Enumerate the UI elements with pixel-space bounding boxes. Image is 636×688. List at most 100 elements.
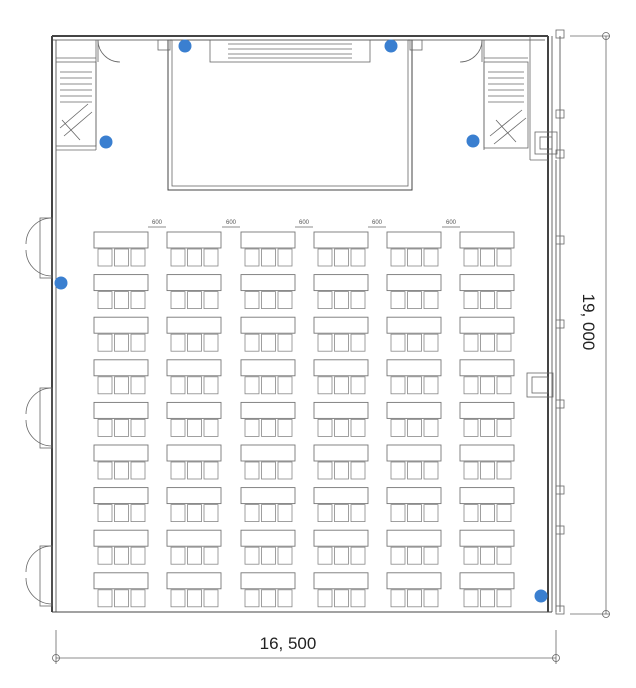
chair (170, 589, 186, 608)
chair (350, 461, 366, 480)
desk-unit (459, 401, 515, 437)
desk-unit (459, 316, 515, 352)
desk-unit (93, 572, 149, 608)
chair (277, 248, 293, 267)
desk-unit (386, 487, 442, 523)
desk-unit (240, 231, 296, 267)
chair (480, 418, 495, 437)
blue-marker (384, 39, 398, 53)
chair (334, 376, 349, 395)
desk-unit (93, 359, 149, 395)
chair (170, 461, 186, 480)
left-doors (25, 217, 53, 607)
chair (261, 333, 276, 352)
chair (97, 333, 113, 352)
chair (114, 376, 129, 395)
chair (350, 248, 366, 267)
chair (114, 589, 129, 608)
desk (166, 274, 222, 292)
chair (277, 333, 293, 352)
chair (350, 418, 366, 437)
chair (480, 461, 495, 480)
desk (166, 359, 222, 377)
chair (261, 504, 276, 523)
desk (313, 359, 369, 377)
desk (313, 529, 369, 547)
chair (423, 376, 439, 395)
dimension-lines (52, 32, 610, 664)
desk-unit (459, 359, 515, 395)
chair (261, 589, 276, 608)
chair (463, 333, 479, 352)
chair (350, 333, 366, 352)
chair (261, 461, 276, 480)
desk-unit (93, 529, 149, 565)
chair (130, 461, 146, 480)
desk-unit (240, 274, 296, 310)
desk-unit (386, 359, 442, 395)
blue-marker (466, 134, 480, 148)
chair (130, 376, 146, 395)
chair (277, 504, 293, 523)
desk (93, 316, 149, 334)
desk-unit (93, 231, 149, 267)
chair (244, 589, 260, 608)
chair (244, 248, 260, 267)
markers (54, 39, 548, 603)
desk (459, 274, 515, 292)
chair (187, 461, 202, 480)
chair (277, 589, 293, 608)
chair (480, 546, 495, 565)
desk-unit (459, 487, 515, 523)
chair (463, 376, 479, 395)
chair (350, 291, 366, 310)
desk-unit (166, 572, 222, 608)
chair (114, 504, 129, 523)
blue-marker (534, 589, 548, 603)
chair (480, 504, 495, 523)
chair (480, 589, 495, 608)
chair (390, 291, 406, 310)
desk-unit (240, 316, 296, 352)
desk-unit (166, 529, 222, 565)
chair (244, 376, 260, 395)
desk-unit (459, 529, 515, 565)
desk (386, 316, 442, 334)
desk (240, 572, 296, 590)
chair (317, 418, 333, 437)
desk (313, 231, 369, 249)
chair (390, 376, 406, 395)
chair (97, 291, 113, 310)
chair (277, 546, 293, 565)
chair (390, 418, 406, 437)
desk (166, 572, 222, 590)
desk (93, 572, 149, 590)
desk-unit (240, 444, 296, 480)
chair (170, 418, 186, 437)
chair (463, 546, 479, 565)
chair (130, 248, 146, 267)
desk-unit (240, 359, 296, 395)
chair (244, 333, 260, 352)
chair (97, 589, 113, 608)
desk-unit (459, 572, 515, 608)
chair (244, 546, 260, 565)
desk (240, 231, 296, 249)
chair (463, 291, 479, 310)
chair (407, 418, 422, 437)
desk (240, 487, 296, 505)
desk-unit (166, 274, 222, 310)
desk (386, 572, 442, 590)
desk-unit (240, 487, 296, 523)
desk-unit (166, 359, 222, 395)
left-storage-room (55, 39, 121, 151)
chair (203, 333, 219, 352)
chair (277, 376, 293, 395)
desk-unit (93, 274, 149, 310)
blue-marker (99, 135, 113, 149)
desk (166, 316, 222, 334)
desk-unit (313, 316, 369, 352)
chair (203, 546, 219, 565)
desk (313, 444, 369, 462)
chair (480, 376, 495, 395)
